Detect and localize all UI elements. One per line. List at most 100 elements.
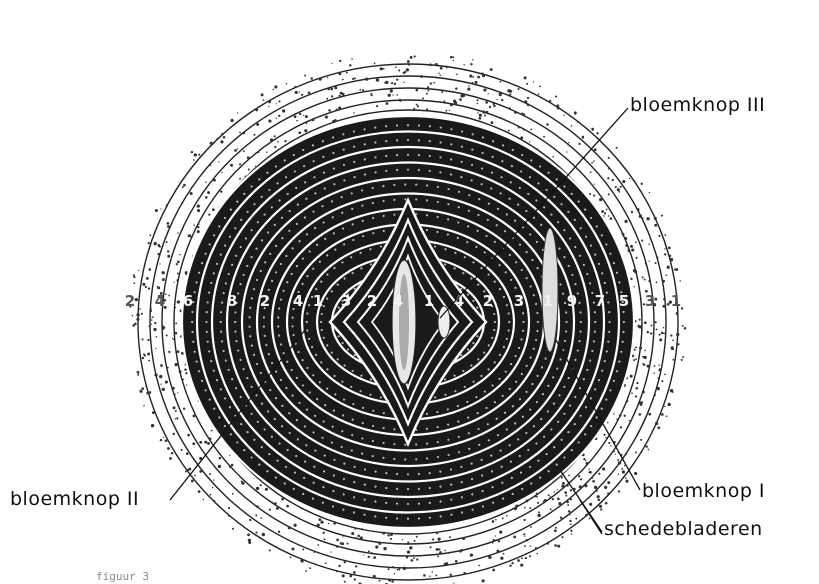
cell-mark [536, 267, 538, 269]
cell-mark [491, 337, 493, 339]
cell-mark [404, 183, 406, 185]
cell-mark [522, 312, 524, 314]
cell-mark [506, 304, 508, 306]
cell-mark [522, 330, 524, 332]
ring-number: 8 [227, 292, 237, 310]
stipple-dot [654, 217, 657, 220]
cell-mark [393, 184, 395, 186]
stipple-dot [376, 105, 378, 107]
stipple-dot [173, 433, 175, 435]
cell-mark [580, 321, 582, 323]
cell-mark [559, 358, 561, 360]
cell-mark [312, 431, 314, 433]
stipple-dot [625, 477, 627, 479]
stipple-dot [162, 278, 165, 281]
label-schedebladeren: schedebladeren [604, 518, 763, 540]
stipple-dot [456, 73, 458, 75]
cell-mark [263, 316, 265, 318]
cell-mark [362, 220, 364, 222]
cell-mark [308, 304, 310, 306]
stipple-dot [635, 346, 637, 348]
stipple-dot [455, 560, 458, 563]
cell-mark [453, 375, 455, 377]
cell-mark [407, 518, 409, 520]
stipple-dot [643, 356, 646, 359]
cell-mark [306, 367, 308, 369]
stipple-dot [161, 271, 164, 274]
stipple-dot [303, 115, 304, 116]
cell-mark [220, 331, 222, 333]
stipple-dot [478, 565, 480, 567]
cell-mark [447, 454, 449, 456]
cell-mark [453, 267, 455, 269]
cell-mark [447, 439, 449, 441]
cell-mark [508, 329, 510, 331]
stipple-dot [190, 192, 193, 195]
cell-mark [281, 425, 283, 427]
stipple-dot [193, 415, 196, 418]
cell-mark [312, 498, 314, 500]
cell-mark [557, 421, 559, 423]
stipple-dot [349, 575, 352, 578]
stipple-dot [241, 482, 244, 485]
cell-mark [342, 227, 344, 229]
ring-number: 9 [567, 292, 577, 310]
stipple-dot [547, 542, 549, 544]
cell-mark [231, 264, 233, 266]
cell-mark [481, 167, 483, 169]
stipple-dot [589, 471, 592, 474]
stipple-dot [148, 360, 150, 362]
cell-mark [604, 282, 606, 284]
cell-mark [476, 335, 478, 337]
stipple-dot [617, 188, 620, 191]
cell-mark [439, 156, 441, 158]
cell-mark [293, 488, 295, 490]
stipple-dot [636, 382, 638, 384]
cell-mark [508, 321, 510, 323]
stipple-dot [563, 115, 564, 116]
stipple-dot [340, 542, 342, 544]
cell-mark [324, 404, 326, 406]
ring-number: 2 [367, 292, 377, 310]
cell-mark [526, 365, 528, 367]
stipple-dot [357, 535, 360, 538]
stipple-dot [518, 126, 520, 128]
cell-mark [472, 133, 474, 135]
stipple-dot [137, 371, 140, 374]
stipple-dot [610, 217, 613, 220]
stipple-dot [397, 569, 399, 571]
cell-mark [492, 156, 494, 158]
cell-mark [274, 224, 276, 226]
cell-mark [353, 466, 355, 468]
cell-mark [322, 486, 324, 488]
stipple-dot [585, 514, 588, 517]
stipple-dot [631, 248, 634, 251]
cell-mark [260, 372, 262, 374]
cell-mark [265, 344, 267, 346]
stipple-dot [493, 539, 496, 542]
stipple-dot [524, 76, 527, 79]
stipple-dot [218, 465, 221, 468]
cell-mark [429, 517, 431, 519]
stipple-dot [594, 486, 597, 489]
cell-mark [510, 181, 512, 183]
cell-mark [201, 262, 203, 264]
cell-mark [553, 446, 555, 448]
stipple-dot [455, 87, 457, 89]
stipple-dot [617, 459, 619, 461]
stipple-dot [667, 303, 670, 306]
stipple-dot [154, 242, 157, 245]
cell-mark [447, 233, 449, 235]
stipple-dot [144, 355, 146, 357]
stipple-dot [157, 253, 159, 255]
cell-mark [347, 348, 349, 350]
stipple-dot [597, 499, 599, 501]
stipple-dot [306, 122, 308, 124]
stipple-dot [387, 534, 389, 536]
stipple-dot [386, 102, 389, 105]
cell-mark [338, 335, 340, 337]
cell-mark [418, 139, 420, 141]
cell-mark [480, 375, 482, 377]
stipple-dot [608, 442, 610, 444]
cell-mark [404, 198, 406, 200]
